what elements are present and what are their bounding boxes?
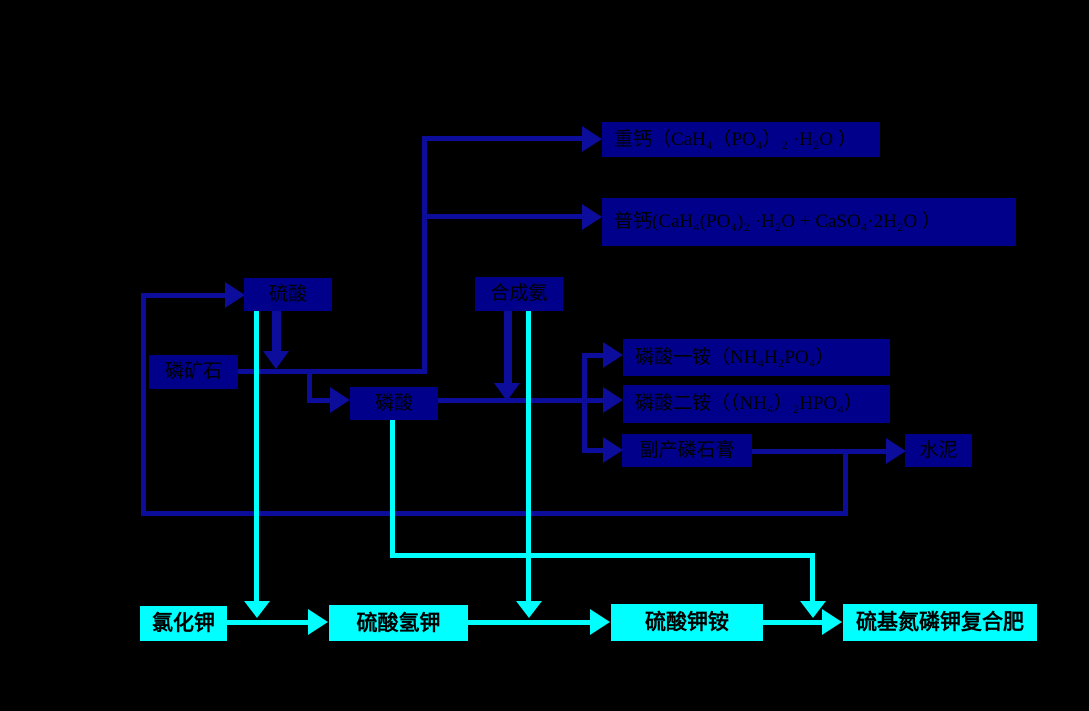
edge-feedback-bottom-line	[141, 511, 848, 516]
edge-rock-phosacid-hline	[307, 398, 330, 403]
edge-rock-riser-line	[422, 136, 427, 374]
edge-rock-ssp-arrowhead	[582, 204, 602, 230]
node-sulfuric-acid: 硫酸	[244, 278, 332, 311]
edge-rock-ssp-line	[424, 214, 582, 219]
edge-rock-out-line	[238, 369, 427, 374]
edge-rock-phosacid-vline	[307, 371, 312, 403]
edge-feedback-sulfuric-line	[143, 293, 225, 298]
node-phosphogypsum: 副产磷石膏	[622, 434, 752, 467]
edge-kas-npk-line	[763, 620, 822, 625]
edge-sulfuric-down-line	[272, 311, 281, 352]
node-potassium-bisulfate: 硫酸氢钾	[329, 605, 468, 641]
edge-phosacid-gypsum-arrowhead	[603, 437, 623, 463]
edge-ammonia-down-arrowhead	[494, 383, 520, 401]
node-phosphate-rock: 磷矿石	[149, 355, 238, 389]
edge-gypsum-cement-line	[752, 449, 886, 454]
node-synthetic-ammonia: 合成氨	[475, 277, 563, 311]
edge-feedback-left-line	[141, 293, 146, 516]
edge-phosacid-map-line	[587, 353, 603, 358]
edge-phosacid-branch-vline	[582, 353, 587, 453]
edge-rock-tsp-arrowhead	[582, 126, 602, 152]
edge-phosacid-map-arrowhead	[603, 342, 623, 368]
node-phosphoric-acid: 磷酸	[350, 387, 438, 420]
edge-phosacid-cyan-hline	[390, 553, 815, 558]
edge-feedback-sulfuric-arrowhead	[225, 282, 245, 308]
edge-phosacid-cyan-vline	[390, 419, 395, 558]
node-potassium-ammonium-sulfate: 硫酸钾铵	[611, 604, 763, 641]
edge-sulfuric-down-arrowhead	[263, 351, 289, 369]
edge-phosacid-cyan-vline2	[810, 553, 815, 601]
edge-kas-npk-arrowhead	[822, 609, 842, 635]
edge-ammonia-khso4-arrowhead	[516, 601, 542, 618]
node-map: 磷酸一铵（NH₄H₂PO₄）	[623, 339, 890, 376]
edge-sulfuric-kcl-arrowhead	[244, 601, 270, 618]
edge-phosacid-dap-arrowhead	[603, 387, 623, 413]
edge-khso4-kas-arrowhead	[590, 609, 610, 635]
edge-gypsum-feedback-vline	[843, 451, 848, 513]
edge-gypsum-cement-arrowhead	[886, 438, 906, 464]
node-cement: 水泥	[905, 434, 972, 467]
edge-ammonia-khso4-vline	[526, 311, 531, 601]
edge-ammonia-down-line	[504, 311, 512, 384]
node-dap: 磷酸二铵（（NH₄）₂HPO₄）	[623, 385, 890, 423]
edge-sulfuric-kcl-vline	[254, 311, 259, 601]
edge-khso4-kas-line	[468, 620, 590, 625]
edge-kcl-khso4-line	[227, 620, 308, 625]
edge-phosacid-out-line	[438, 398, 587, 403]
edge-kcl-khso4-arrowhead	[308, 609, 328, 635]
edge-phosacid-gypsum-line	[587, 448, 603, 453]
edge-rock-tsp-line	[424, 136, 582, 141]
node-potassium-chloride: 氯化钾	[140, 606, 227, 641]
node-npk-compound-fertilizer: 硫基氮磷钾复合肥	[843, 604, 1037, 641]
node-single-superphosphate: 普钙(CaH₄(PO₄)₂ ·H₂O + CaSO₄·2H₂O ）	[602, 198, 1016, 246]
edge-phosacid-dap-line	[587, 398, 603, 403]
edge-rock-phosacid-arrowhead	[330, 387, 350, 413]
edge-phosacid-cyan-arrowhead	[800, 601, 826, 618]
node-triple-superphosphate: 重钙（CaH₄（PO₄）₂ ·H₂O ）	[602, 122, 880, 157]
